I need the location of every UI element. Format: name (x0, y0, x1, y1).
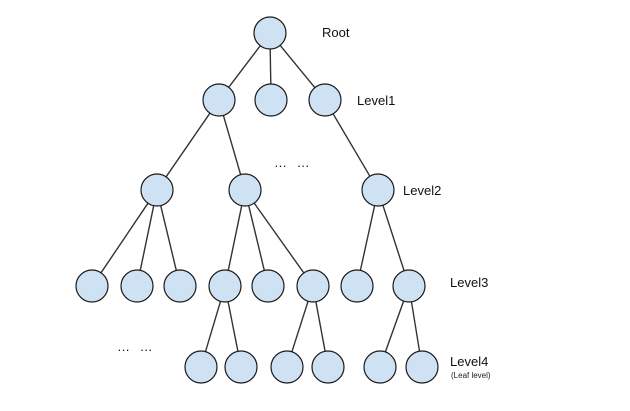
edge-level3-8-to-level4-6 (410, 301, 421, 352)
node-level3-3 (163, 269, 197, 303)
node-level1-3 (308, 83, 342, 117)
node-level2-3 (361, 173, 395, 207)
edges (100, 44, 421, 353)
node-level4-4 (311, 350, 345, 384)
edge-level3-4-to-level4-2 (227, 301, 239, 352)
label-level1: Level1 (357, 93, 396, 108)
node-level1-2 (254, 83, 288, 117)
node-level3-4 (208, 269, 242, 303)
ellipsis-level4: … … (117, 339, 156, 354)
edge-level3-6-to-level4-4 (315, 301, 326, 352)
edge-root-to-level1-3 (279, 44, 316, 89)
node-level4-6 (405, 350, 439, 384)
label-leaf-level-note: (Leaf level) (451, 371, 491, 380)
label-level2: Level2 (403, 183, 442, 198)
node-level2-2 (228, 173, 262, 207)
node-level1-1 (202, 83, 236, 117)
edge-level1-3-to-level2-3 (332, 113, 371, 177)
label-level3: Level3 (450, 275, 489, 290)
edge-root-to-level1-2 (269, 48, 272, 85)
edge-level1-1-to-level2-2 (222, 115, 242, 175)
nodes (75, 16, 439, 384)
node-level2-1 (140, 173, 174, 207)
node-level4-2 (224, 350, 258, 384)
edge-root-to-level1-1 (228, 45, 261, 88)
node-level4-3 (270, 350, 304, 384)
ellipsis-level2: … … (274, 155, 313, 170)
node-level3-1 (75, 269, 109, 303)
edge-level2-2-to-level3-5 (248, 205, 265, 271)
node-level3-6 (296, 269, 330, 303)
edge-level3-6-to-level4-3 (291, 300, 309, 353)
edge-level2-1-to-level3-1 (100, 202, 149, 274)
edge-level2-3-to-level3-7 (359, 205, 376, 271)
label-level4: Level4 (450, 354, 489, 369)
edge-level1-1-to-level2-1 (165, 112, 211, 178)
edge-level3-4-to-level4-1 (204, 301, 222, 352)
node-level3-8 (392, 269, 426, 303)
node-level3-2 (120, 269, 154, 303)
label-root: Root (322, 25, 350, 40)
node-level3-5 (251, 269, 285, 303)
node-level4-1 (184, 350, 218, 384)
edge-level2-2-to-level3-4 (227, 205, 243, 271)
edge-level2-2-to-level3-6 (253, 202, 305, 274)
node-level3-7 (340, 269, 374, 303)
edge-level2-1-to-level3-3 (160, 205, 177, 271)
node-root (253, 16, 287, 50)
node-level4-5 (363, 350, 397, 384)
edge-level2-3-to-level3-8 (382, 204, 405, 272)
edge-level3-8-to-level4-5 (384, 300, 405, 353)
edge-level2-1-to-level3-2 (139, 205, 155, 271)
